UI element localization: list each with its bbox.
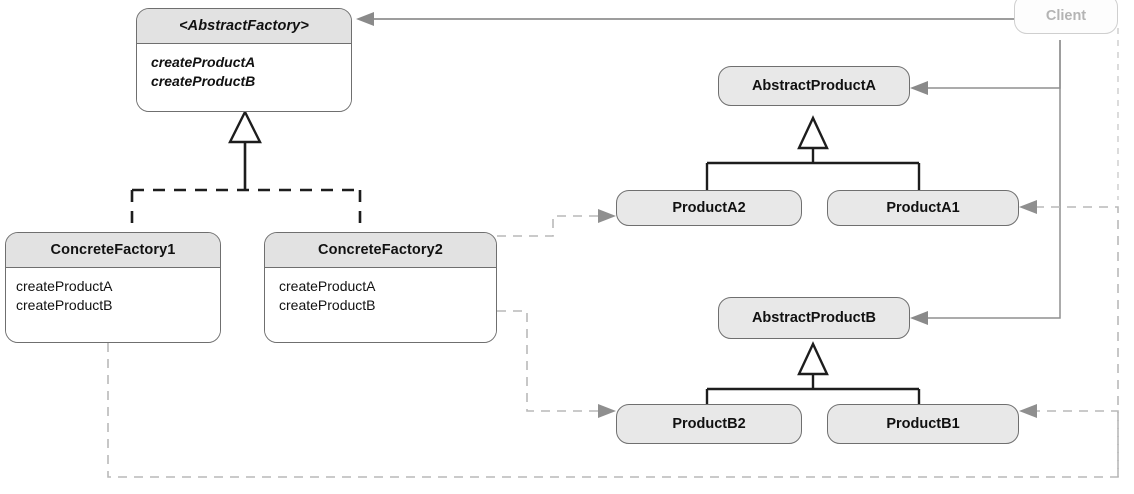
class-product-a2[interactable]: ProductA2 [616,190,802,226]
class-concrete-factory-2-methods: createProductA createProductB [265,267,496,342]
class-concrete-factory-1-title: ConcreteFactory1 [6,233,220,267]
edge-dependency-cf1-to-product-b1 [1019,404,1119,477]
class-abstract-product-b[interactable]: AbstractProductB [718,297,910,339]
edge-realization-to-abstract-factory [130,109,362,232]
edge-client-to-abstract-product-a [910,40,1061,95]
class-client-title: Client [1045,8,1087,24]
method-item: createProductB [151,73,256,89]
class-product-b1[interactable]: ProductB1 [827,404,1019,444]
class-abstract-product-a-title: AbstractProductA [751,78,877,94]
edge-client-to-abstract-factory [356,12,1014,26]
class-abstract-product-b-title: AbstractProductB [751,310,877,326]
class-abstract-factory[interactable]: <AbstractFactory> createProductA createP… [136,8,352,112]
class-concrete-factory-1-methods: createProductA createProductB [6,267,220,342]
edge-generalization-product-a [705,115,921,190]
edge-client-to-abstract-product-b [910,40,1061,325]
method-item: createProductB [16,297,113,313]
class-product-b2[interactable]: ProductB2 [616,404,802,444]
class-concrete-factory-1[interactable]: ConcreteFactory1 createProductA createPr… [5,232,221,343]
class-client[interactable]: Client [1014,0,1118,34]
class-product-a1[interactable]: ProductA1 [827,190,1019,226]
class-abstract-product-a[interactable]: AbstractProductA [718,66,910,106]
class-abstract-factory-title: <AbstractFactory> [137,9,351,43]
class-product-b2-title: ProductB2 [672,416,746,432]
method-item: createProductA [151,54,256,70]
class-concrete-factory-2-title: ConcreteFactory2 [265,233,496,267]
method-item: createProductA [279,278,376,294]
method-item: createProductB [279,297,376,313]
edge-dependency-cf2-to-product-a2 [497,209,616,237]
edge-dependency-cf2-to-product-b2 [497,310,616,418]
class-abstract-factory-methods: createProductA createProductB [137,43,351,111]
class-product-b1-title: ProductB1 [886,416,960,432]
method-item: createProductA [16,278,113,294]
edge-generalization-product-b [705,341,921,404]
class-concrete-factory-2[interactable]: ConcreteFactory2 createProductA createPr… [264,232,497,343]
class-product-a2-title: ProductA2 [672,200,746,216]
class-product-a1-title: ProductA1 [886,200,960,216]
